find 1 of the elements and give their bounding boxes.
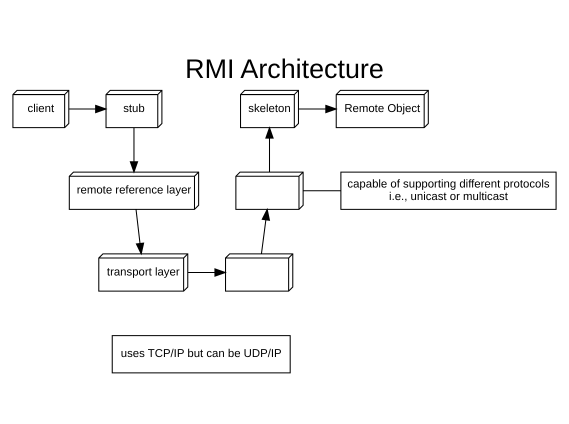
diagram-title: RMI Architecture [185, 53, 384, 84]
